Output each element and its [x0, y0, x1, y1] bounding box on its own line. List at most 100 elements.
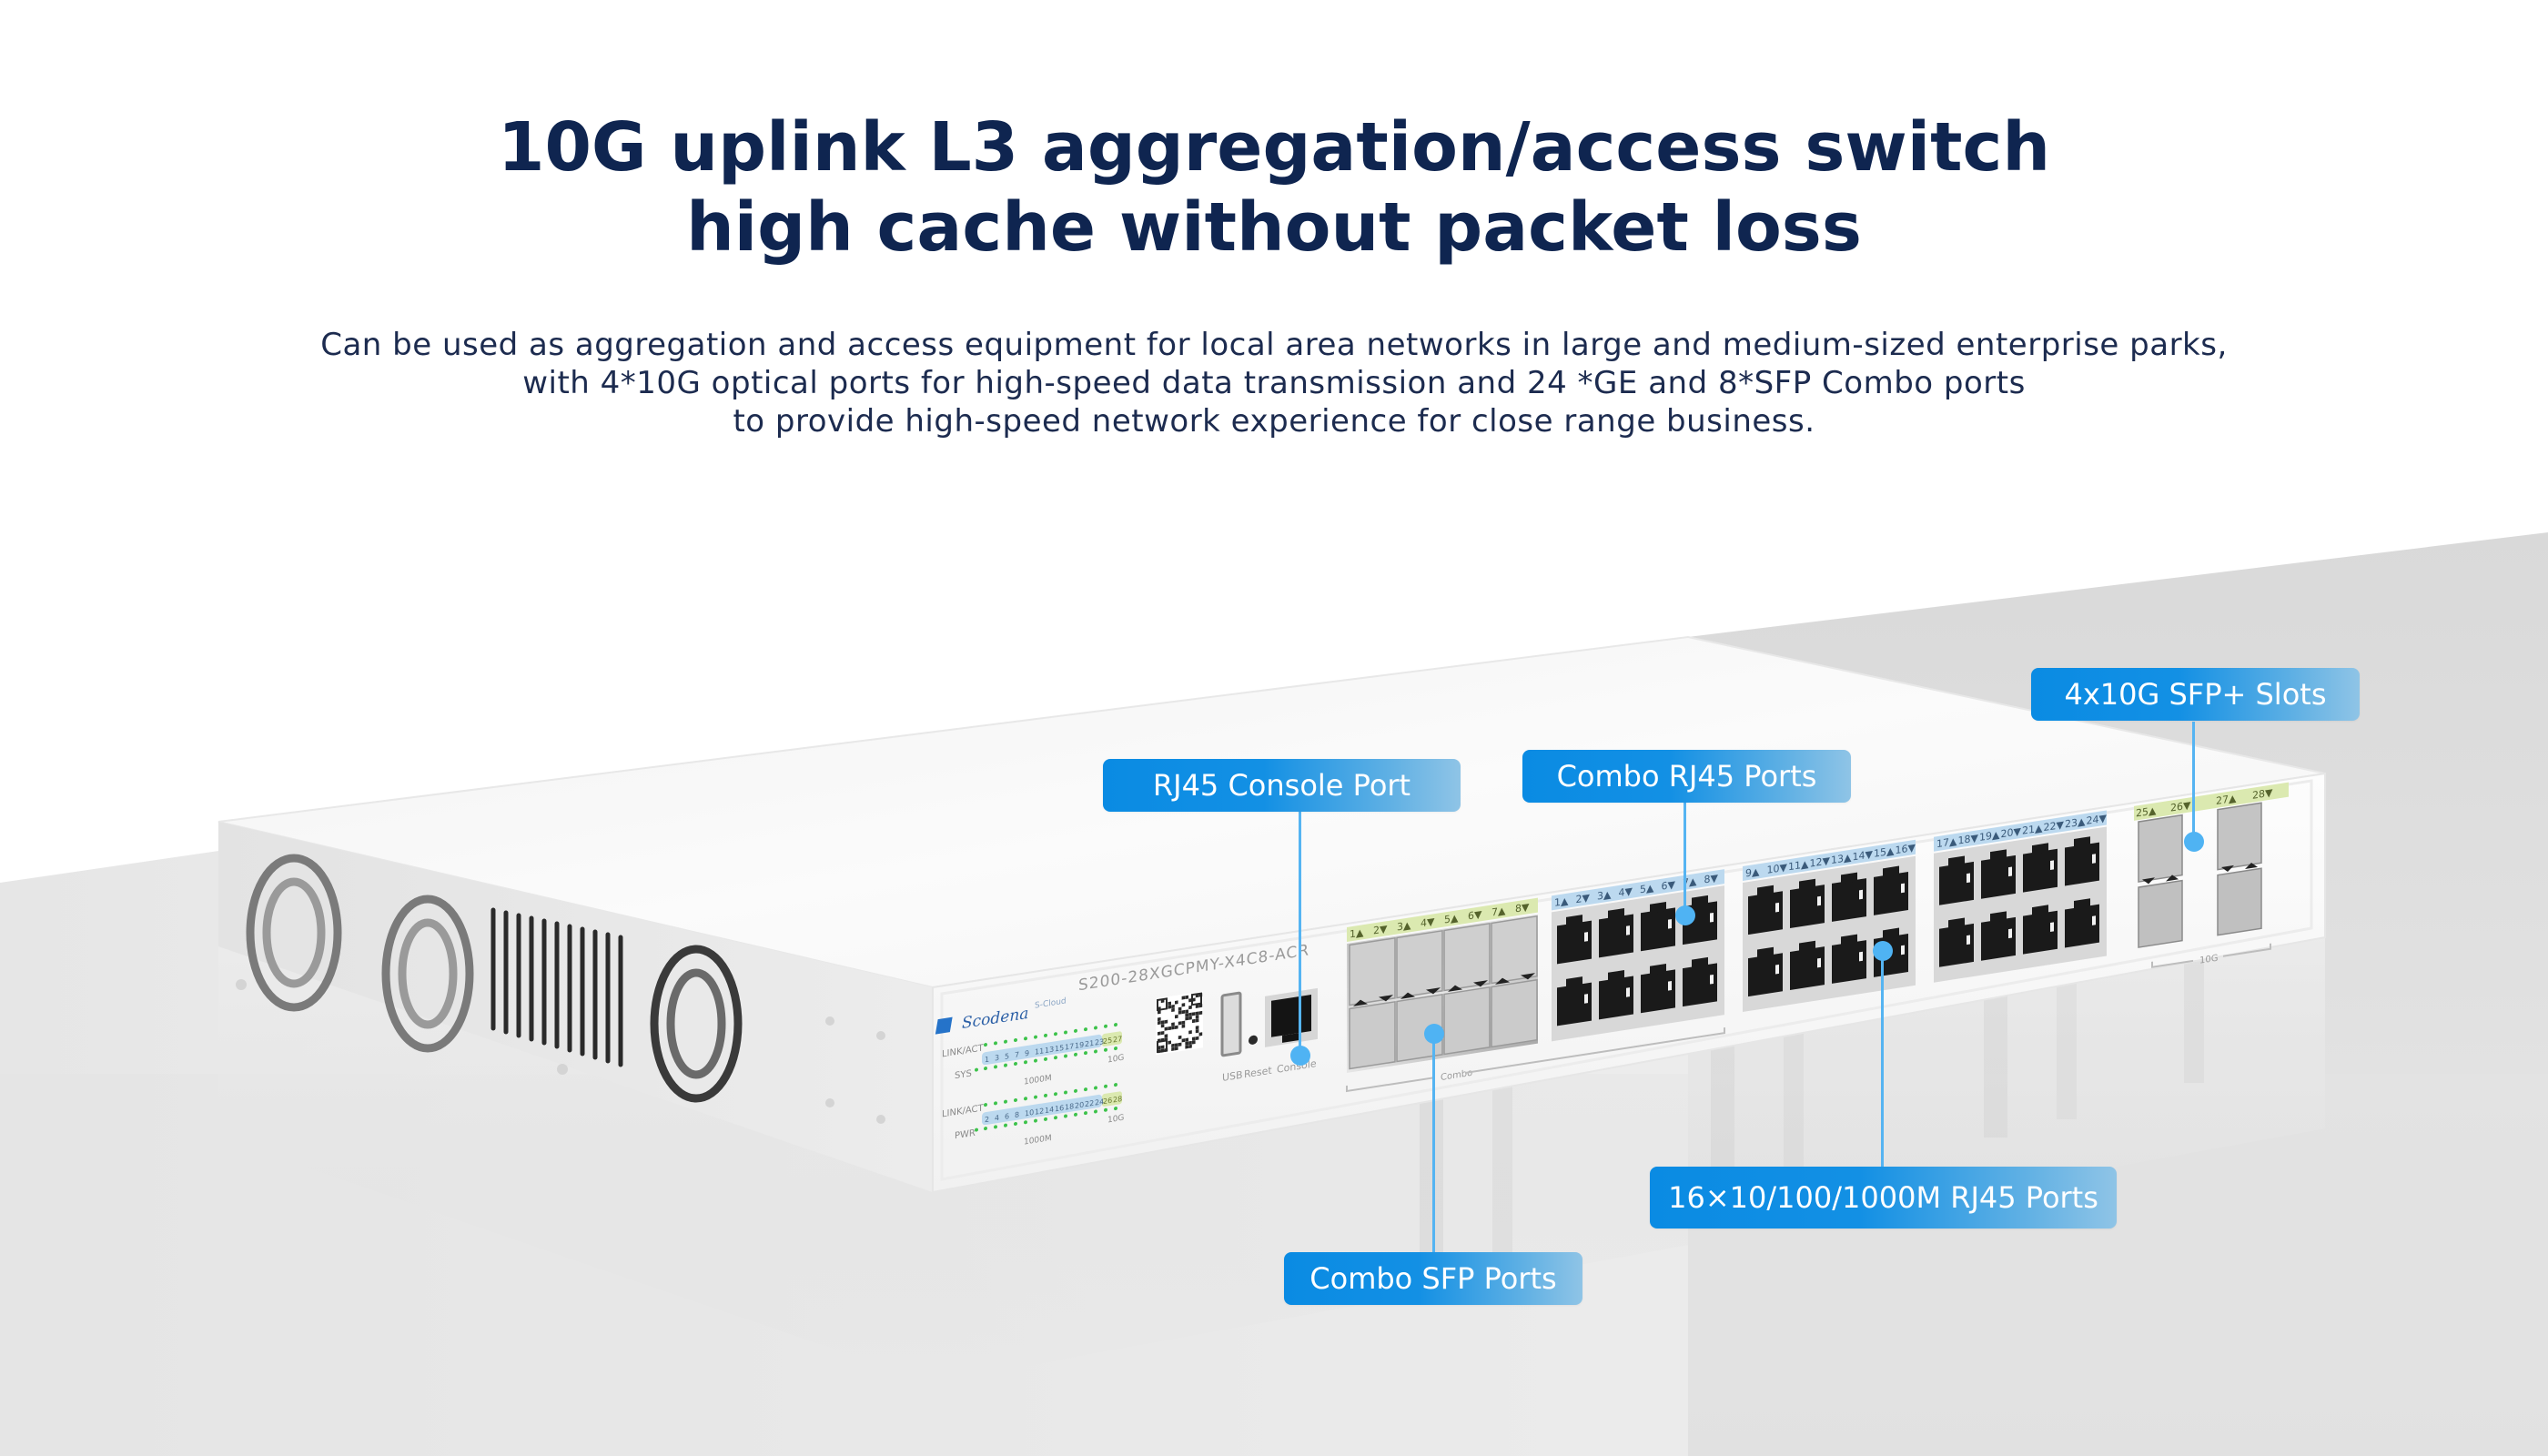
- rj45-jack-clip: [1566, 915, 1582, 926]
- rj45-jack[interactable]: [1641, 969, 1675, 1014]
- rj45-jack[interactable]: [1939, 923, 1974, 967]
- led-speed-1000m-b: 1000M: [1024, 1134, 1052, 1148]
- led-dot: [1034, 1035, 1037, 1039]
- marker-combo-sfp: [1424, 1024, 1444, 1044]
- sfp-plus-cage[interactable]: [2138, 814, 2183, 883]
- rj45-jack[interactable]: [2065, 842, 2099, 886]
- led-number: 6: [1005, 1112, 1009, 1121]
- rj45-jack-clip: [1948, 917, 1965, 930]
- description-line-3: to provide high-speed network experience…: [733, 403, 1815, 440]
- callout-combo-rj45-ports-label: Combo RJ45 Ports: [1556, 759, 1817, 794]
- rj45-jack[interactable]: [2065, 904, 2099, 948]
- sfp-cage[interactable]: [1349, 936, 1396, 1006]
- sfp-cage[interactable]: [1443, 986, 1491, 1056]
- callout-sfp-plus-slots-label: 4x10G SFP+ Slots: [2064, 677, 2327, 712]
- headline: 10G uplink L3 aggregation/access switch …: [0, 107, 2548, 268]
- port-number: 24▼: [2087, 812, 2108, 826]
- rj45-jack[interactable]: [1683, 963, 1717, 1007]
- marker-combo-rj45: [1675, 905, 1695, 925]
- led-dot: [1074, 1112, 1077, 1117]
- console-port[interactable]: [1265, 987, 1318, 1047]
- port-number: 2▼: [1576, 892, 1591, 905]
- led-dot: [1034, 1118, 1037, 1123]
- rj45-jack[interactable]: [2023, 848, 2058, 893]
- rj45-jack-clip: [1883, 865, 1899, 878]
- port-number: 27▲: [2216, 793, 2237, 807]
- led-number: 2: [985, 1115, 989, 1124]
- rj45-jack[interactable]: [1981, 916, 2016, 961]
- rj45-jack[interactable]: [1557, 920, 1592, 965]
- rj45-led-window: [2050, 922, 2054, 932]
- port-number: 1▲: [1350, 926, 1364, 940]
- sfp-cage[interactable]: [1396, 929, 1443, 999]
- sfp-cage[interactable]: [1443, 922, 1491, 992]
- rj45-jack[interactable]: [1790, 885, 1825, 929]
- switch-left-face: [218, 822, 933, 1192]
- led-dot: [984, 1127, 987, 1131]
- rj45-led-window: [2092, 854, 2096, 864]
- vent-slots: [490, 907, 623, 1067]
- sfp-cage[interactable]: [1396, 993, 1443, 1063]
- led-dot: [1024, 1097, 1027, 1101]
- led-dot: [1094, 1026, 1097, 1030]
- rj45-jack[interactable]: [1939, 861, 1974, 905]
- leader-sfp-plus: [2192, 722, 2195, 842]
- description-line-2: with 4*10G optical ports for high-speed …: [522, 365, 2026, 401]
- reset-button[interactable]: [1249, 1035, 1258, 1046]
- marker-console: [1290, 1046, 1310, 1066]
- sfp-cage[interactable]: [1491, 915, 1538, 985]
- leader-combo-sfp: [1432, 1034, 1435, 1252]
- led-dot: [1074, 1028, 1077, 1033]
- port-number: 7▲: [1491, 905, 1506, 918]
- sfp-plus-cage[interactable]: [2138, 879, 2183, 948]
- led-dot: [1064, 1030, 1067, 1035]
- led-dot: [1014, 1061, 1017, 1067]
- led-number: 19: [1075, 1040, 1084, 1050]
- sfp-plus-cage[interactable]: [2217, 867, 2262, 936]
- led-dot: [994, 1065, 997, 1069]
- fan-vent-1: [246, 854, 342, 1012]
- port-number: 4▼: [1421, 915, 1435, 929]
- label-reset: Reset: [1244, 1065, 1272, 1081]
- callout-rj45-console-port: RJ45 Console Port: [1103, 759, 1461, 812]
- usb-port[interactable]: [1220, 991, 1242, 1057]
- sfp-cage[interactable]: [1491, 978, 1538, 1048]
- callout-rj45-ports-16: 16×10/100/1000M RJ45 Ports: [1650, 1167, 2117, 1228]
- rj45-jack[interactable]: [1832, 940, 1866, 984]
- rj45-jack[interactable]: [1790, 946, 1825, 991]
- led-number: 7: [1015, 1050, 1019, 1059]
- rj45-jack[interactable]: [1748, 891, 1783, 935]
- arrow-down-icon: [1379, 995, 1393, 1002]
- port-number: 10▼: [1767, 861, 1788, 875]
- sfp-plus-cage[interactable]: [2217, 802, 2262, 871]
- rj45-jack[interactable]: [1874, 872, 1908, 915]
- led-dot: [994, 1101, 997, 1106]
- rj45-led-window: [1967, 873, 1970, 884]
- rj45-led-window: [1626, 987, 1630, 997]
- rj45-jack[interactable]: [1641, 907, 1675, 952]
- port-number: 14▼: [1853, 848, 1874, 863]
- rj45-jack-clip: [1692, 956, 1708, 969]
- port-number: 3▲: [1397, 919, 1411, 933]
- led-number: 17: [1065, 1042, 1074, 1052]
- rj45-jack[interactable]: [1832, 878, 1866, 922]
- led-dot: [1094, 1049, 1097, 1054]
- rj45-group-9-16: 9▲10▼11▲12▼13▲14▼15▲16▼: [1743, 839, 1916, 1013]
- port-number: 16▼: [1896, 842, 1916, 856]
- rj45-jack[interactable]: [1599, 976, 1633, 1020]
- rj45-jack[interactable]: [2023, 910, 2058, 955]
- led-dot: [1104, 1024, 1107, 1028]
- led-dot: [1084, 1051, 1087, 1056]
- port-number: 8▼: [1704, 872, 1719, 885]
- led-dot: [1114, 1083, 1117, 1087]
- rj45-jack[interactable]: [1981, 854, 2016, 899]
- description: Can be used as aggregation and access eq…: [0, 326, 2548, 440]
- led-number: 10: [1025, 1108, 1034, 1118]
- rj45-jack[interactable]: [1748, 953, 1783, 997]
- fan-vent-2: [381, 895, 474, 1053]
- rj45-jack[interactable]: [1599, 914, 1633, 958]
- rj45-group-17-24: 17▲18▼19▲20▼21▲22▼23▲24▼: [1934, 810, 2108, 983]
- led-dot: [1004, 1099, 1007, 1104]
- rj45-jack[interactable]: [1557, 982, 1592, 1026]
- sfp-cage[interactable]: [1349, 1000, 1396, 1070]
